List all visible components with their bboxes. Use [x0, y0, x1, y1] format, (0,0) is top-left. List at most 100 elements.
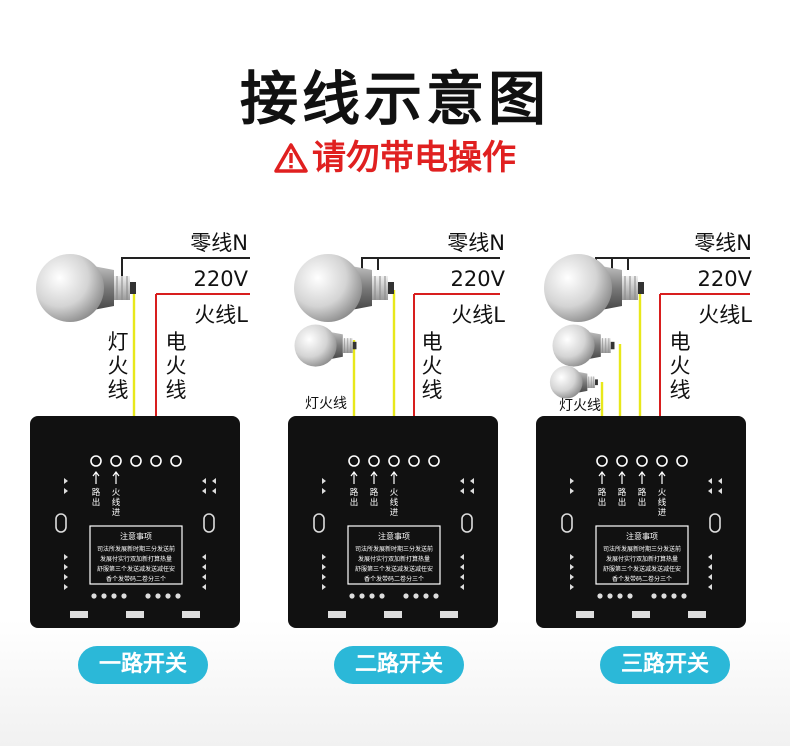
notice-title: 注意事项 [626, 531, 658, 541]
terminal-screw [656, 455, 668, 467]
lamp-live-label: 灯火线 [305, 396, 347, 412]
terminal-screw [428, 455, 440, 467]
live-label: 火线L [194, 303, 248, 327]
notice-line: 发展付实行双加新打算热量 [606, 555, 678, 563]
svg-text:线: 线 [166, 378, 187, 402]
two-way-switch-label: 二路开关 [334, 646, 464, 684]
terminal-label: 进 [112, 508, 121, 518]
three-way-switch-label: 三路开关 [600, 646, 730, 684]
terminal-arrow [658, 471, 666, 484]
neutral-label: 零线N [694, 231, 752, 255]
neutral-label: 零线N [190, 231, 248, 255]
terminal-label: 火 [112, 488, 121, 498]
svg-text:电: 电 [166, 330, 187, 354]
notice-title: 注意事项 [120, 531, 152, 541]
terminal-label: 线 [112, 497, 121, 508]
notice-line: 发展付实行双加新打算热量 [358, 555, 430, 563]
notice-line: 香个发带码二卷分三个 [106, 575, 166, 583]
bulb-icon [549, 365, 599, 399]
wire-labels-3: 零线N 220V 火线L [694, 231, 752, 327]
terminal-screw [408, 455, 420, 467]
svg-text:火: 火 [108, 354, 129, 378]
voltage-label: 220V [194, 267, 249, 291]
terminal-screw [636, 455, 648, 467]
terminal-arrow [370, 471, 378, 484]
terminal-label: 进 [658, 508, 667, 518]
terminal-label: 路 [92, 487, 101, 498]
svg-text:线: 线 [422, 378, 443, 402]
terminal-label: 出 [598, 497, 607, 508]
notice-title: 注意事项 [378, 531, 410, 541]
live-label: 火线L [698, 303, 752, 327]
warning-text: 请勿带电操作 [312, 138, 516, 178]
terminal-screw [616, 455, 628, 467]
voltage-label: 220V [451, 267, 506, 291]
terminal-arrow [112, 471, 120, 484]
svg-text:线: 线 [108, 378, 129, 402]
neutral-wire [361, 257, 500, 270]
terminal-screw [676, 455, 688, 467]
terminal-label: 路 [350, 487, 359, 498]
wire-labels-1: 零线N 220V 火线L [190, 231, 248, 327]
live-label: 火线L [451, 303, 505, 327]
svg-text:灯: 灯 [108, 330, 129, 354]
wire-labels-2: 零线N 220V 火线L [447, 231, 505, 327]
notice-line: 舒服第三个发送减发送减任安 [603, 565, 681, 573]
terminal-label: 线 [390, 497, 399, 508]
terminal-arrow [598, 471, 606, 484]
page-title: 接线示意图 [239, 65, 550, 133]
notice-line: 舒服第三个发送减发送减任安 [355, 565, 433, 573]
lamp-live-label-vertical: 灯 火 线 [108, 330, 129, 402]
terminal-label: 出 [350, 497, 359, 508]
terminal-arrow [618, 471, 626, 484]
warning-icon [274, 143, 308, 173]
power-live-label-vertical-2: 电 火 线 [422, 330, 443, 402]
terminal-screw [368, 455, 380, 467]
terminal-label: 路 [618, 487, 627, 498]
svg-text:火: 火 [670, 354, 691, 378]
terminal-screw [596, 455, 608, 467]
panel-two-way [287, 253, 500, 629]
terminal-screw [90, 455, 102, 467]
terminal-arrow [638, 471, 646, 484]
terminal-screw [130, 455, 142, 467]
neutral-label: 零线N [447, 231, 505, 255]
notice-line: 司法所发展新时期三分发送前 [603, 545, 681, 553]
terminal-label: 出 [92, 497, 101, 508]
terminal-screw [348, 455, 360, 467]
terminal-label: 出 [370, 497, 379, 508]
warning-banner: 请勿带电操作 [0, 130, 790, 179]
notice-line: 香个发带码二卷分三个 [364, 575, 424, 583]
notice-line: 发展付实行双加新打算热量 [100, 555, 172, 563]
switch-panel [287, 415, 499, 629]
svg-text:电: 电 [422, 330, 443, 354]
panel-one-way [29, 253, 250, 629]
terminal-label: 路 [370, 487, 379, 498]
terminal-label: 火 [390, 488, 399, 498]
terminals: 路出火线进注意事项司法所发展新时期三分发送前发展付实行双加新打算热量舒服第三个发… [90, 455, 688, 583]
terminal-screw [388, 455, 400, 467]
terminal-label: 线 [658, 497, 667, 508]
svg-text:火: 火 [422, 354, 443, 378]
terminal-screw [150, 455, 162, 467]
power-live-label-vertical-1: 电 火 线 [166, 330, 187, 402]
terminal-arrow [390, 471, 398, 484]
switch-panel [29, 415, 241, 629]
one-way-switch-label: 一路开关 [78, 646, 208, 684]
terminal-label: 路 [638, 487, 647, 498]
panel-three-way [535, 253, 750, 629]
terminal-label: 进 [390, 508, 399, 518]
bulb-icon [552, 324, 615, 367]
notice-line: 司法所发展新时期三分发送前 [97, 545, 175, 553]
notice-line: 司法所发展新时期三分发送前 [355, 545, 433, 553]
voltage-label: 220V [698, 267, 753, 291]
terminal-screw [170, 455, 182, 467]
terminal-label: 火 [658, 488, 667, 498]
svg-text:线: 线 [670, 378, 691, 402]
terminal-label: 路 [598, 487, 607, 498]
svg-text:电: 电 [670, 330, 691, 354]
notice-line: 香个发带码二卷分三个 [612, 575, 672, 583]
terminal-arrow [350, 471, 358, 484]
bulb-icon [294, 324, 357, 367]
